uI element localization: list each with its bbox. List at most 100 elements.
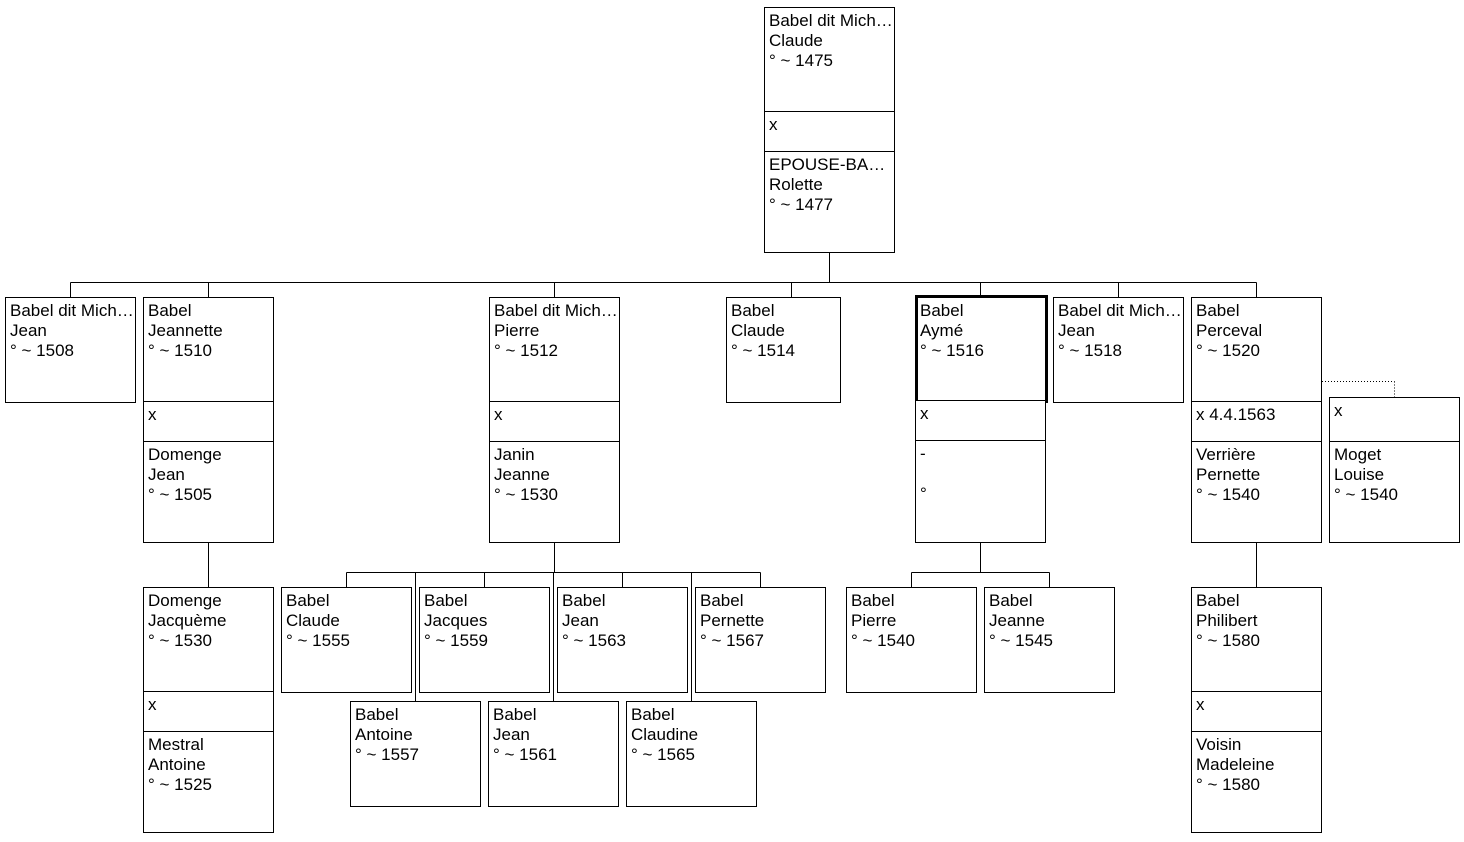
surname: Babel dit Michon <box>494 301 619 320</box>
person-box-jean-1563[interactable]: Babel Jean ° ~ 1563 <box>557 587 688 693</box>
surname: Babel <box>148 301 192 320</box>
given-name: Louise <box>1334 465 1385 484</box>
given-name: Claudine <box>631 725 699 744</box>
person-box-jean-1561[interactable]: Babel Jean ° ~ 1561 <box>488 701 619 807</box>
person-box-jean-1508[interactable]: Babel dit Michon Jean ° ~ 1508 <box>5 297 136 403</box>
couple-box-pierre-janin[interactable]: Babel dit Michon Pierre ° ~ 1512 x Janin… <box>489 297 620 543</box>
birth-date: ° ~ 1525 <box>148 775 212 794</box>
birth-date: ° ~ 1559 <box>424 631 488 650</box>
given-name: Jean <box>562 611 599 630</box>
person-pierre-1512[interactable]: Babel dit Michon Pierre ° ~ 1512 <box>490 298 619 401</box>
birth-date: ° ~ 1540 <box>1196 485 1260 504</box>
surname: Babel <box>989 591 1033 610</box>
person-box-jean-1518[interactable]: Babel dit Michon Jean ° ~ 1518 <box>1053 297 1184 403</box>
given-name: Jacquème <box>148 611 227 630</box>
surname: Domenge <box>148 591 222 610</box>
person-box-pierre-1540[interactable]: Babel Pierre ° ~ 1540 <box>846 587 977 693</box>
person-moget[interactable]: Moget Louise ° ~ 1540 <box>1330 441 1459 542</box>
couple-box-philibert-voisin[interactable]: Babel Philibert ° ~ 1580 x Voisin Madele… <box>1191 587 1322 833</box>
person-jeannette[interactable]: Babel Jeannette ° ~ 1510 <box>144 298 273 401</box>
person-jean-1508[interactable]: Babel dit Michon Jean ° ~ 1508 <box>6 298 135 402</box>
person-claude-1475[interactable]: Babel dit Michon Claude ° ~ 1475 <box>765 8 894 111</box>
birth-date: ° ~ 1475 <box>769 51 833 70</box>
birth-date: ° ~ 1518 <box>1058 341 1122 360</box>
given-name: Perceval <box>1196 321 1263 340</box>
person-verriere[interactable]: Verrière Pernette ° ~ 1540 <box>1192 441 1321 542</box>
surname: Babel <box>562 591 606 610</box>
person-box-antoine-1557[interactable]: Babel Antoine ° ~ 1557 <box>350 701 481 807</box>
surname: Moget <box>1334 445 1382 464</box>
person-box-claude-1514[interactable]: Babel Claude ° ~ 1514 <box>726 297 841 403</box>
surname: Janin <box>494 445 535 464</box>
given-name: Pierre <box>494 321 540 340</box>
given-name: Aymé <box>920 321 964 340</box>
given-name: Pernette <box>700 611 765 630</box>
birth-date: ° ~ 1520 <box>1196 341 1260 360</box>
person-pernette-1567[interactable]: Babel Pernette ° ~ 1567 <box>696 588 825 692</box>
surname: Verrière <box>1196 445 1256 464</box>
couple-box-jeannette-domenge[interactable]: Babel Jeannette ° ~ 1510 x Domenge Jean … <box>143 297 274 543</box>
given-name: Madeleine <box>1196 755 1275 774</box>
couple-box-jacqueme-mestral[interactable]: Domenge Jacquème ° ~ 1530 x Mestral Anto… <box>143 587 274 833</box>
person-box-claude-1555[interactable]: Babel Claude ° ~ 1555 <box>281 587 412 693</box>
given-name: Claude <box>731 321 785 340</box>
person-jacques-1559[interactable]: Babel Jacques ° ~ 1559 <box>420 588 549 692</box>
surname: Babel <box>493 705 537 724</box>
person-claudine-1565[interactable]: Babel Claudine ° ~ 1565 <box>627 702 756 806</box>
person-ayme[interactable]: Babel Aymé ° ~ 1516 <box>918 298 1045 400</box>
birth-date: ° ~ 1563 <box>562 631 626 650</box>
person-voisin[interactable]: Voisin Madeleine ° ~ 1580 <box>1192 731 1321 832</box>
person-jean-1561[interactable]: Babel Jean ° ~ 1561 <box>489 702 618 806</box>
surname: Babel dit Michon <box>10 301 135 320</box>
person-box-ayme-selected[interactable]: Babel Aymé ° ~ 1516 <box>915 295 1048 403</box>
birth-date: ° ~ 1512 <box>494 341 558 360</box>
birth-date: ° ~ 1508 <box>10 341 74 360</box>
person-box-pernette-1567[interactable]: Babel Pernette ° ~ 1567 <box>695 587 826 693</box>
person-claude-1555[interactable]: Babel Claude ° ~ 1555 <box>282 588 411 692</box>
surname: Babel <box>424 591 468 610</box>
person-jean-1563[interactable]: Babel Jean ° ~ 1563 <box>558 588 687 692</box>
person-pierre-1540[interactable]: Babel Pierre ° ~ 1540 <box>847 588 976 692</box>
given-name: Philibert <box>1196 611 1258 630</box>
given-name: Jeanne <box>494 465 550 484</box>
birth-date: ° ~ 1530 <box>148 631 212 650</box>
person-box-claudine-1565[interactable]: Babel Claudine ° ~ 1565 <box>626 701 757 807</box>
surname: Babel <box>920 301 964 320</box>
person-antoine-1557[interactable]: Babel Antoine ° ~ 1557 <box>351 702 480 806</box>
person-jacqueme[interactable]: Domenge Jacquème ° ~ 1530 <box>144 588 273 691</box>
spouse-box-moget[interactable]: x Moget Louise ° ~ 1540 <box>1329 397 1460 543</box>
birth-date: ° ~ 1580 <box>1196 631 1260 650</box>
spouse-box-ayme[interactable]: x - ° <box>915 401 1046 543</box>
marriage-info: x <box>920 404 929 423</box>
person-box-jeanne-1545[interactable]: Babel Jeanne ° ~ 1545 <box>984 587 1115 693</box>
person-jean-1518[interactable]: Babel dit Michon Jean ° ~ 1518 <box>1054 298 1183 402</box>
surname: Babel dit Michon <box>769 11 894 30</box>
person-box-jacques-1559[interactable]: Babel Jacques ° ~ 1559 <box>419 587 550 693</box>
birth-date: ° ~ 1514 <box>731 341 795 360</box>
person-janin-jeanne[interactable]: Janin Jeanne ° ~ 1530 <box>490 441 619 542</box>
given-name: Jean <box>148 465 185 484</box>
surname: Babel <box>1196 591 1240 610</box>
surname: Babel <box>355 705 399 724</box>
person-mestral[interactable]: Mestral Antoine ° ~ 1525 <box>144 731 273 832</box>
surname: Mestral <box>148 735 204 754</box>
given-name: Claude <box>286 611 340 630</box>
given-name: Jeanne <box>989 611 1045 630</box>
marriage-info: x <box>144 691 273 731</box>
given-name: Jean <box>10 321 47 340</box>
birth-date: ° ~ 1565 <box>631 745 695 764</box>
person-jeanne-1545[interactable]: Babel Jeanne ° ~ 1545 <box>985 588 1114 692</box>
marriage-info: x <box>490 401 619 441</box>
person-perceval[interactable]: Babel Perceval ° ~ 1520 <box>1192 298 1321 401</box>
birth-date: ° ~ 1555 <box>286 631 350 650</box>
person-rolette[interactable]: EPOUSE-BA… Rolette ° ~ 1477 <box>765 151 894 252</box>
person-domenge-jean[interactable]: Domenge Jean ° ~ 1505 <box>144 441 273 542</box>
person-philibert[interactable]: Babel Philibert ° ~ 1580 <box>1192 588 1321 691</box>
birth-date: ° ~ 1540 <box>851 631 915 650</box>
couple-box-perceval-verriere[interactable]: Babel Perceval ° ~ 1520 x 4.4.1563 Verri… <box>1191 297 1322 543</box>
couple-box-claude-rolette[interactable]: Babel dit Michon Claude ° ~ 1475 x EPOUS… <box>764 7 895 253</box>
person-unknown-spouse[interactable]: - ° <box>916 440 1045 542</box>
birth-date: ° ~ 1580 <box>1196 775 1260 794</box>
marriage-info: x 4.4.1563 <box>1192 401 1321 441</box>
person-claude-1514[interactable]: Babel Claude ° ~ 1514 <box>727 298 840 402</box>
